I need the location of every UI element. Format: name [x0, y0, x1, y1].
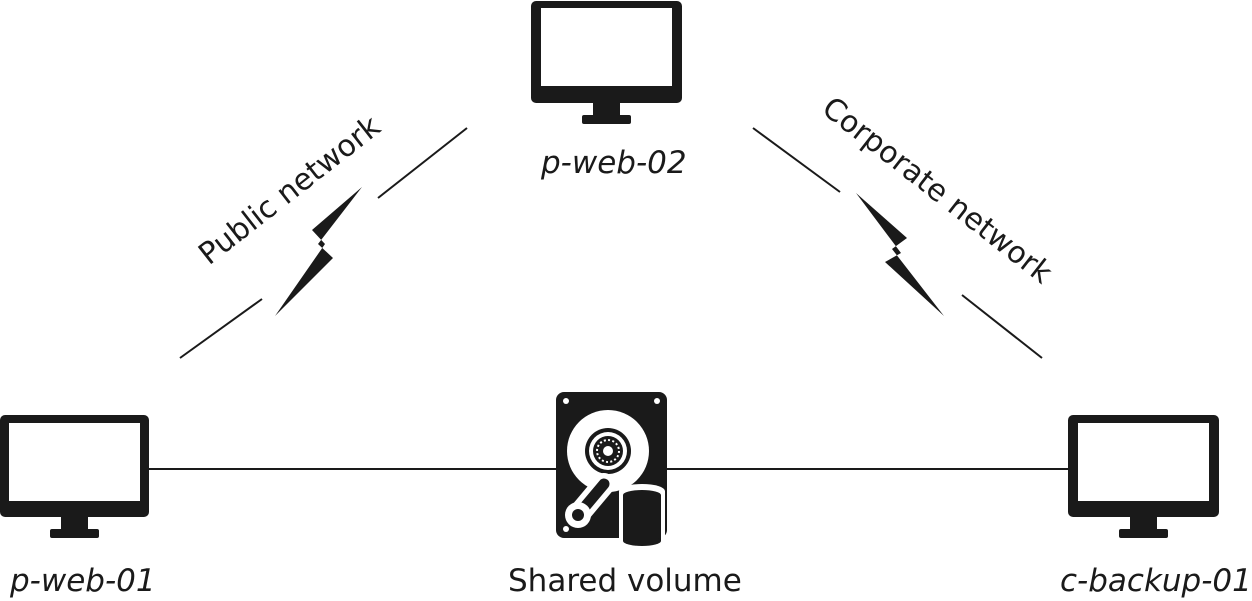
node-label-c-backup-01: c-backup-01	[1060, 563, 1252, 599]
monitor-icon	[0, 415, 149, 538]
node-label-shared-volume: Shared volume	[508, 563, 742, 599]
link-public-upper	[377, 127, 468, 199]
node-label-p-web-01: p-web-01	[10, 563, 156, 599]
link-public-lower	[179, 298, 263, 359]
link-corporate-lower	[961, 294, 1043, 359]
monitor-icon	[531, 1, 682, 124]
link-corporate-upper	[752, 127, 841, 193]
monitor-icon	[1068, 415, 1219, 538]
node-label-p-web-02: p-web-02	[541, 145, 687, 181]
lightning-bolt-icon	[856, 193, 944, 316]
hard-drive-icon	[556, 392, 667, 548]
